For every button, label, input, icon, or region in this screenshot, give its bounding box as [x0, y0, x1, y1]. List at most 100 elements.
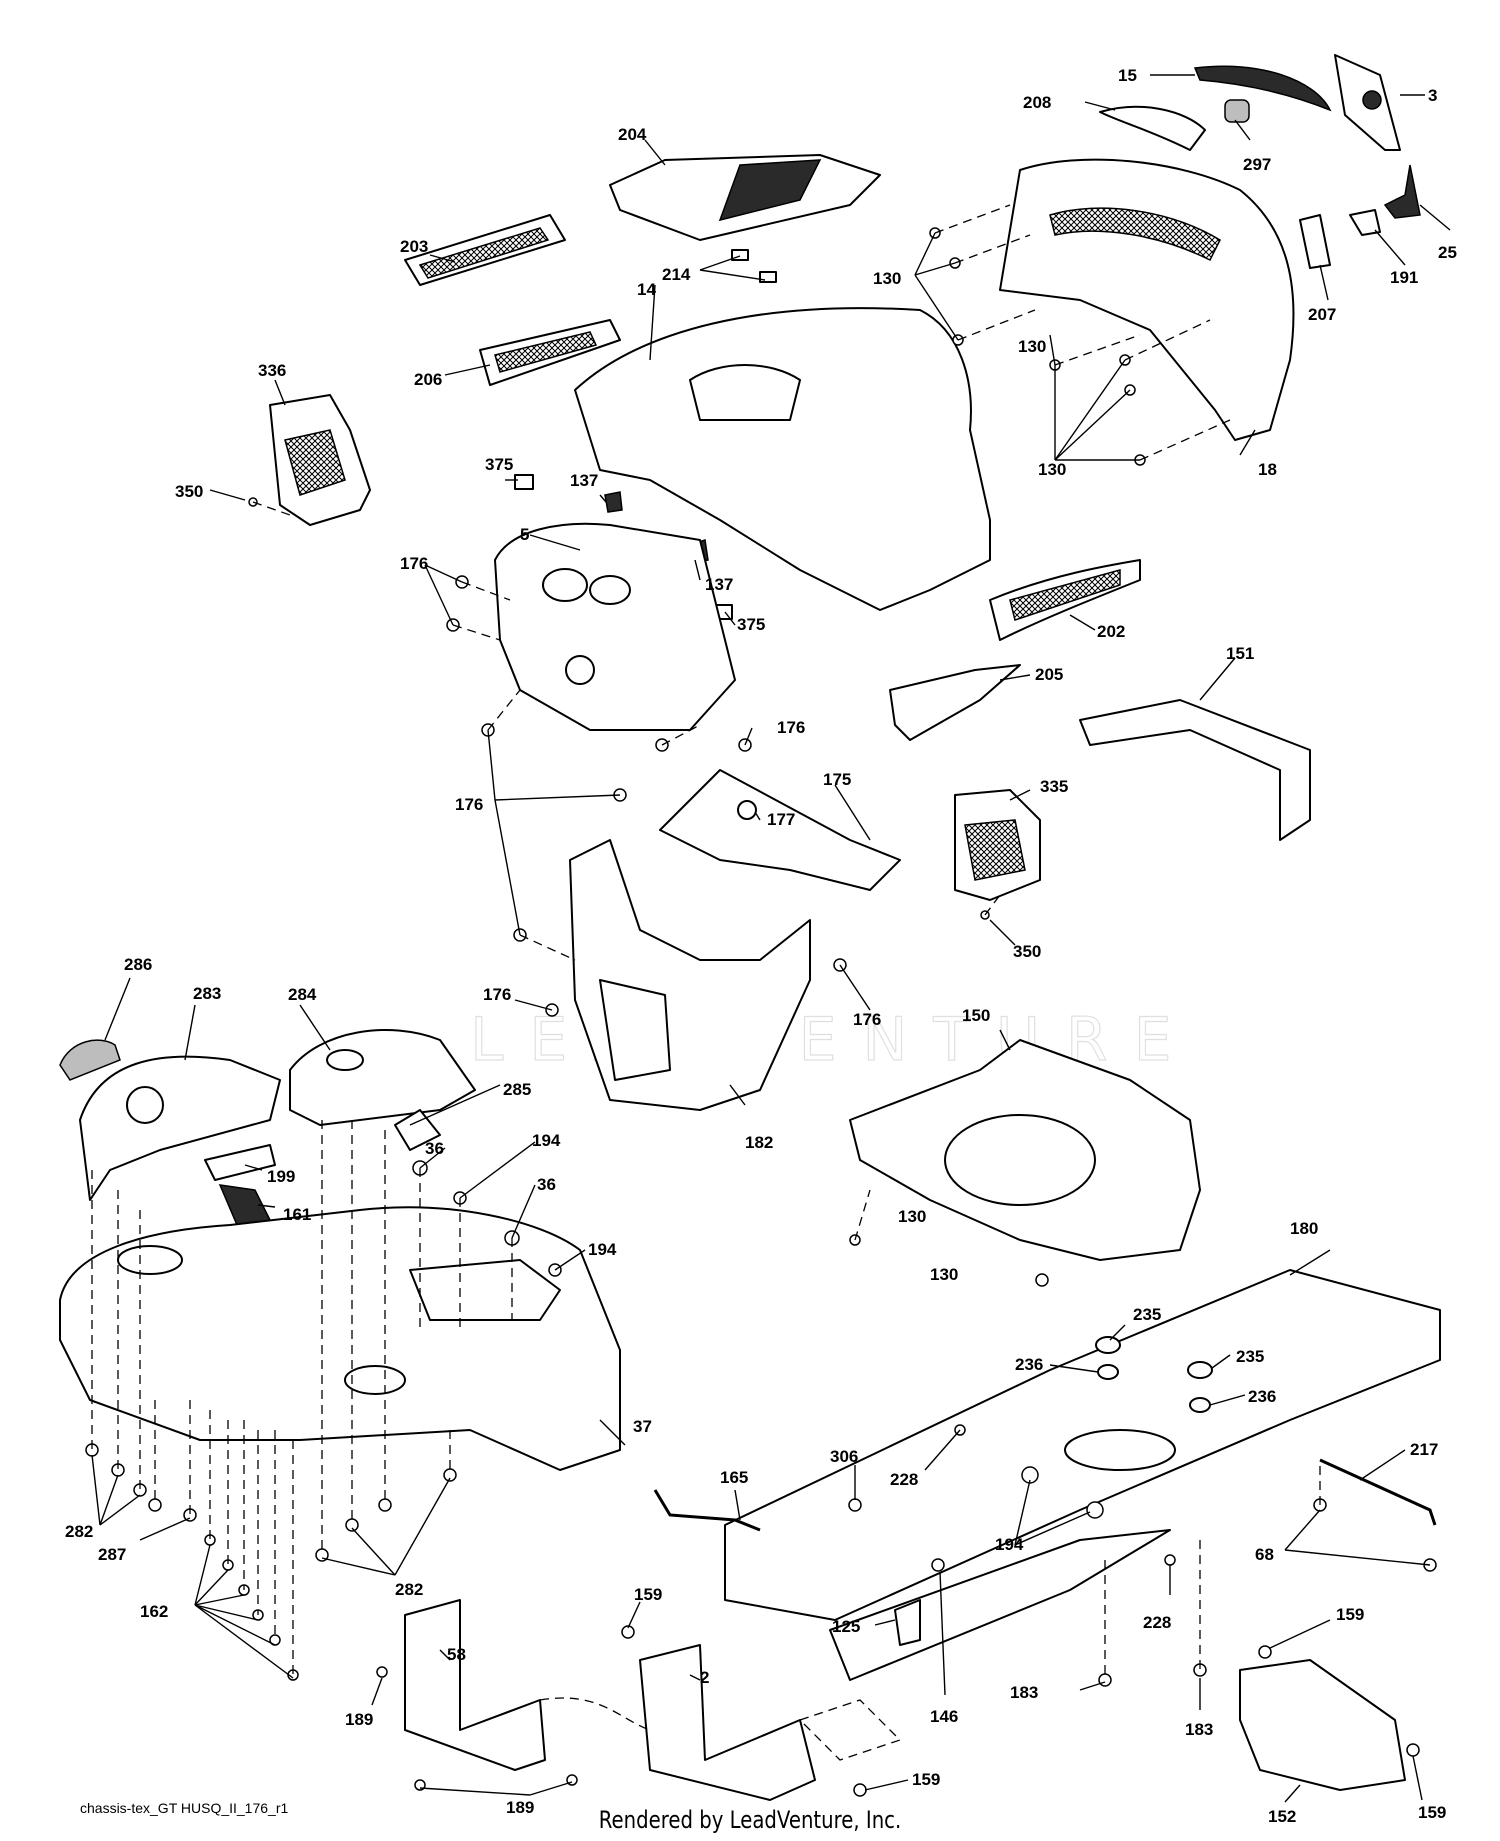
- callout-306: 306: [830, 1447, 858, 1466]
- callout-235-b: 235: [1236, 1347, 1264, 1366]
- clip-282-d: [148, 1498, 162, 1512]
- part-335-mesh: [964, 819, 1026, 881]
- callout-130-d: 130: [898, 1207, 926, 1226]
- callout-205: 205: [1035, 665, 1063, 684]
- part-207-lamp: [1299, 214, 1331, 269]
- part-284-hole: [326, 1049, 364, 1071]
- callout-284: 284: [288, 985, 317, 1004]
- part-182-opening: [599, 979, 671, 1081]
- part-206-mesh: [494, 331, 598, 373]
- callout-217: 217: [1410, 1440, 1438, 1459]
- part-18-front-bumper: [999, 158, 1295, 441]
- callout-162: 162: [140, 1602, 168, 1621]
- clip-282-g: [378, 1498, 392, 1512]
- callout-68: 68: [1255, 1545, 1274, 1564]
- part-37-hole-a: [117, 1245, 183, 1275]
- part-14-hood: [574, 307, 991, 611]
- part-150-hole: [944, 1114, 1096, 1206]
- callout-36-a: 36: [425, 1139, 444, 1158]
- part-175-plate: [659, 769, 901, 891]
- screw-159-b: [853, 1783, 867, 1797]
- callout-194-c: 194: [995, 1535, 1024, 1554]
- part-297-bulb: [1224, 99, 1250, 123]
- callout-58: 58: [447, 1645, 466, 1664]
- part-37-seat-recess: [409, 1259, 561, 1321]
- callout-202: 202: [1097, 622, 1125, 641]
- clip-282-f: [345, 1518, 359, 1532]
- part-214-clip-b: [759, 271, 777, 283]
- part-18-grille-mesh: [1049, 207, 1221, 262]
- callout-150: 150: [962, 1006, 990, 1025]
- part-375-pad-a: [514, 474, 534, 490]
- callout-151: 151: [1226, 644, 1254, 663]
- drawing-code: chassis-tex_GT HUSQ_II_176_r1: [80, 1800, 289, 1816]
- callout-203: 203: [400, 237, 428, 256]
- leader-lines: [91, 74, 1451, 1803]
- part-236-bushing-a: [1097, 1364, 1119, 1380]
- part-3-vent: [1362, 90, 1382, 110]
- callout-25: 25: [1438, 243, 1457, 262]
- callout-283: 283: [193, 984, 221, 1003]
- callouts: 15 3 208 297 204 25 203 130 191 214 207 …: [65, 66, 1457, 1826]
- callout-159-a: 159: [634, 1585, 662, 1604]
- callout-282-a: 282: [65, 1522, 93, 1541]
- part-25-trim: [1383, 164, 1421, 219]
- callout-159-b: 159: [1336, 1605, 1364, 1624]
- callout-130-c: 130: [1038, 460, 1066, 479]
- part-204-vents: [718, 159, 822, 222]
- part-152-foot-plate: [1239, 1659, 1406, 1791]
- callout-189-b: 189: [506, 1798, 534, 1817]
- part-137-latch-a: [604, 491, 623, 513]
- callout-286: 286: [124, 955, 152, 974]
- callout-176-b: 176: [777, 718, 805, 737]
- callout-152: 152: [1268, 1807, 1296, 1826]
- part-191-clip: [1349, 209, 1381, 236]
- parts: [59, 54, 1441, 1801]
- callout-214: 214: [662, 265, 691, 284]
- assembly-lines: [91, 204, 1321, 1761]
- part-14-console-recess: [689, 364, 801, 421]
- callout-146: 146: [930, 1707, 958, 1726]
- callout-183-a: 183: [1010, 1683, 1038, 1702]
- callout-285: 285: [503, 1080, 531, 1099]
- part-235-bushing-a: [1095, 1336, 1121, 1354]
- part-203-mesh: [418, 227, 550, 279]
- part-5-ignition: [565, 655, 595, 685]
- screw-159-d: [1406, 1743, 1420, 1757]
- callout-350-a: 350: [175, 482, 203, 501]
- callout-161: 161: [283, 1205, 311, 1224]
- callout-336: 336: [258, 361, 286, 380]
- callout-37: 37: [633, 1417, 652, 1436]
- part-214-clip-a: [731, 249, 749, 261]
- part-180-frame-rail: [829, 1529, 1171, 1681]
- callout-183-b: 183: [1185, 1720, 1213, 1739]
- callout-204: 204: [618, 125, 647, 144]
- callout-175: 175: [823, 770, 851, 789]
- callout-375-a: 375: [485, 455, 513, 474]
- part-235-bushing-b: [1187, 1361, 1213, 1379]
- part-5-gauge-a: [542, 568, 588, 602]
- part-15-trim: [1193, 65, 1332, 112]
- part-336-mesh: [284, 429, 346, 496]
- callout-235-a: 235: [1133, 1305, 1161, 1324]
- bolt-146: [931, 1558, 945, 1572]
- part-208-bracket: [1099, 105, 1206, 151]
- part-177-knob: [737, 800, 757, 820]
- callout-159-d: 159: [1418, 1803, 1446, 1822]
- callout-2: 2: [700, 1668, 709, 1687]
- callout-206: 206: [414, 370, 442, 389]
- callout-18: 18: [1258, 460, 1277, 479]
- part-202-mesh: [1009, 569, 1121, 621]
- callout-335: 335: [1040, 777, 1068, 796]
- part-5-gauge-b: [589, 575, 631, 605]
- part-180-opening: [1064, 1429, 1176, 1471]
- screw-189-a: [376, 1666, 388, 1678]
- bolt-183-a: [1098, 1673, 1112, 1687]
- part-283-fender-pod: [79, 1055, 281, 1201]
- fasteners: [85, 227, 1437, 1797]
- callout-180: 180: [1290, 1219, 1318, 1238]
- part-2-bracket: [639, 1644, 816, 1801]
- callout-297: 297: [1243, 155, 1271, 174]
- callout-208: 208: [1023, 93, 1051, 112]
